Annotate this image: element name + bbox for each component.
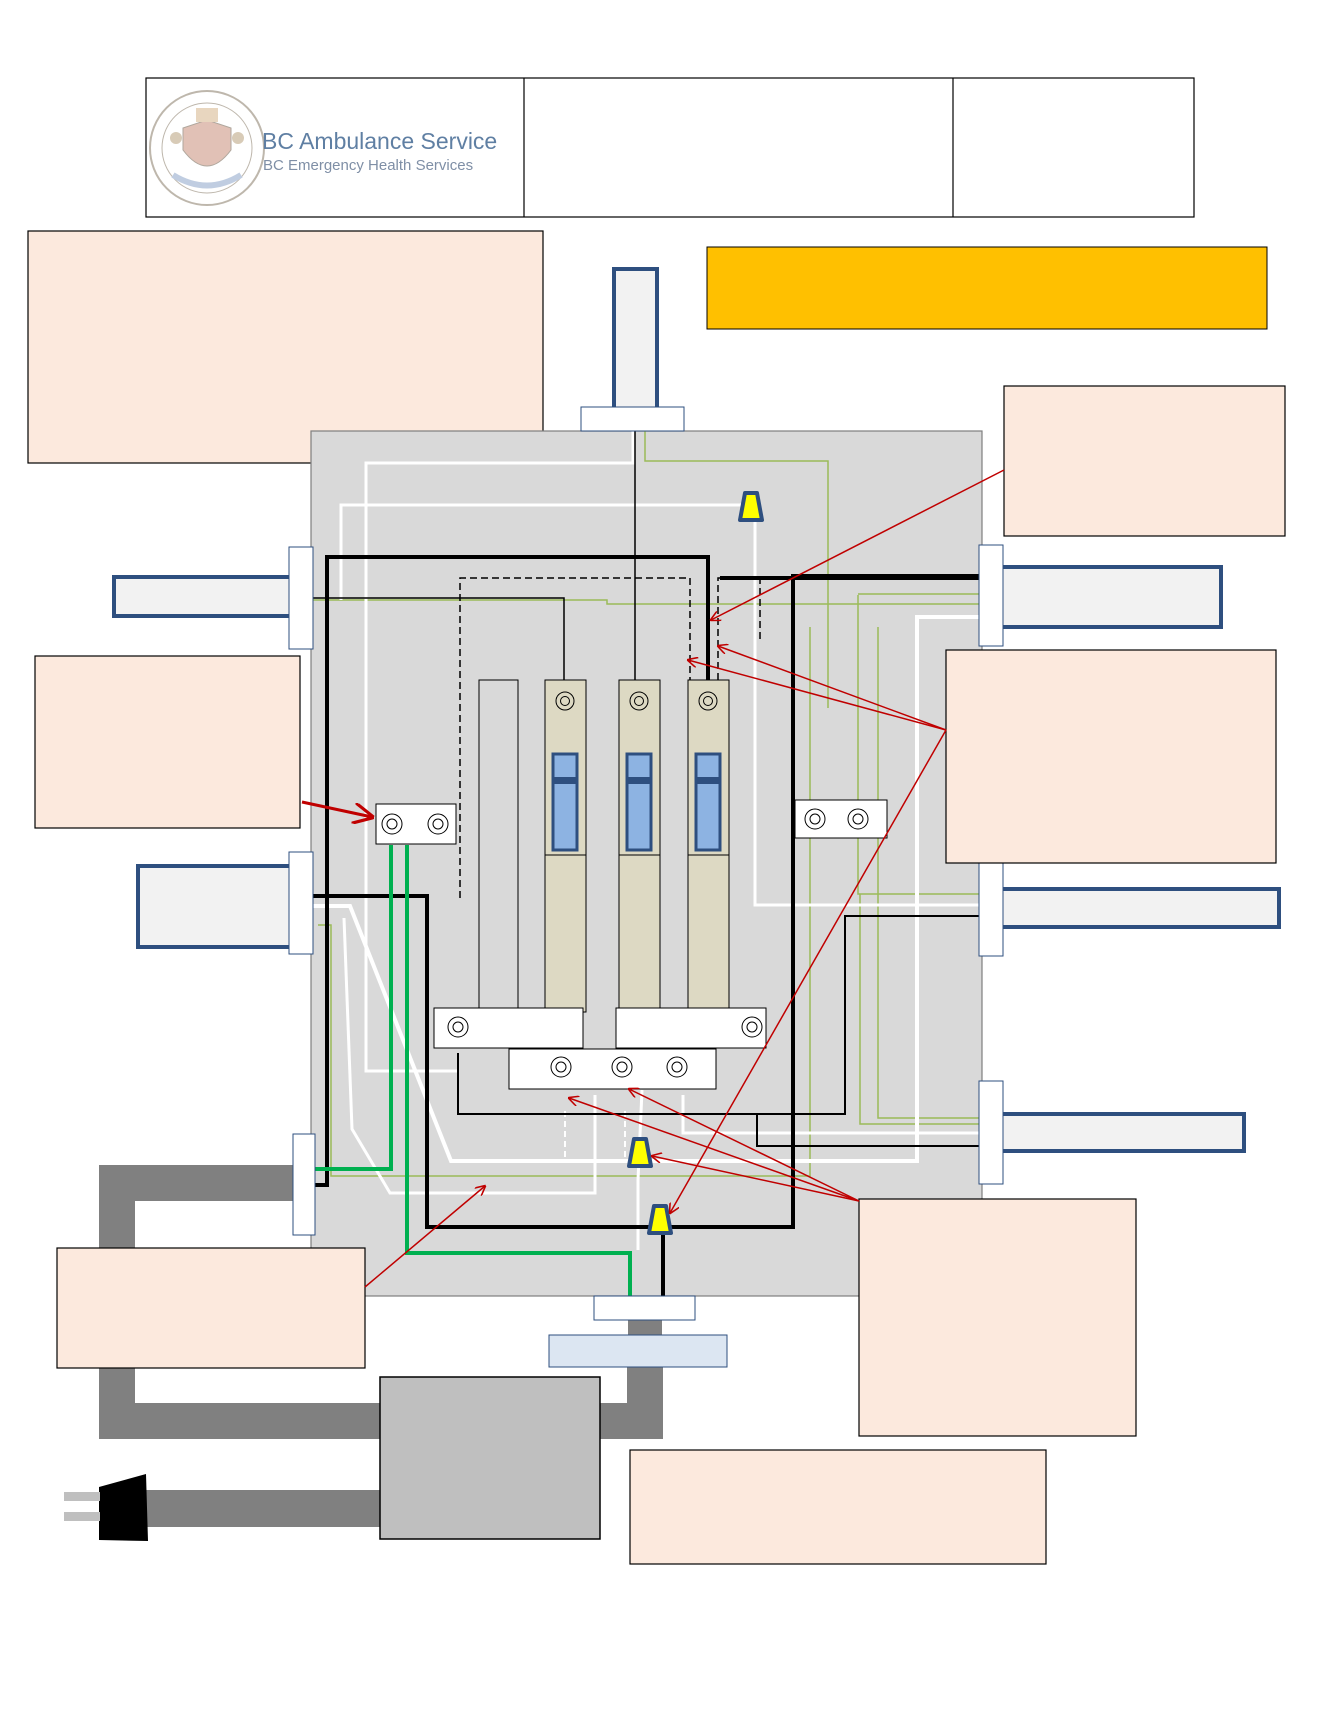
connector-left-cord	[292, 1133, 316, 1236]
arrow-right-middle-a	[718, 646, 947, 731]
callout-bottom-left	[56, 1247, 366, 1369]
connector-left-lower	[288, 851, 314, 955]
breaker-1-toggle	[551, 752, 579, 852]
arrow-right-upper	[711, 469, 1005, 620]
arrow-bottom-right-a	[569, 1098, 860, 1202]
neutral-bar	[508, 1048, 717, 1090]
breaker-assembly	[375, 679, 888, 1090]
breaker-2-toggle	[625, 752, 653, 852]
callout-right-upper	[1003, 385, 1286, 537]
wire-nut-icon	[627, 1137, 653, 1168]
brand-title: BC Ambulance Service	[262, 128, 497, 154]
conduit-left-lower	[136, 864, 295, 949]
wire-nuts	[627, 491, 764, 1235]
conduit-right-middle	[998, 887, 1281, 929]
arrow-bottom-right-c	[652, 1156, 860, 1202]
arrow-right-middle-c	[670, 729, 947, 1213]
breaker-3	[687, 679, 730, 1013]
wire-nut-icon	[647, 1204, 673, 1235]
wire-nut-icon	[738, 491, 764, 522]
callout-top-left	[27, 230, 544, 464]
plug-prong-bottom	[64, 1512, 100, 1521]
conduit-left-upper	[112, 575, 296, 618]
connectors	[288, 406, 1004, 1368]
bcas-seal-logo	[149, 90, 265, 206]
connector-right-lower	[978, 1080, 1004, 1185]
connector-right-middle	[978, 855, 1004, 957]
callout-bottom-right	[858, 1198, 1137, 1437]
ground-wires	[313, 845, 632, 1300]
plug-prong-top	[64, 1492, 100, 1501]
power-cord	[64, 1165, 663, 1541]
breaker-1	[544, 679, 587, 1013]
arrow-right-middle-b	[688, 660, 947, 731]
arrow-left-middle	[301, 800, 372, 817]
connector-right-upper	[978, 544, 1004, 647]
callout-banner	[706, 246, 1268, 330]
ground-bar-left	[375, 803, 457, 845]
connector-top	[580, 406, 685, 432]
callout-bottom-center	[629, 1449, 1047, 1565]
conduit-right-lower	[998, 1112, 1246, 1153]
blank-slot	[478, 679, 519, 1013]
transfer-box	[379, 1376, 601, 1540]
plug-icon	[99, 1474, 148, 1541]
arrow-bottom-left	[364, 1186, 485, 1288]
connector-left-upper	[288, 546, 314, 650]
callout-right-middle	[945, 649, 1277, 864]
cord-clamp	[548, 1334, 728, 1368]
callout-left-middle	[34, 655, 301, 829]
conduit-top	[612, 267, 659, 411]
brand-subtitle: BC Emergency Health Services	[263, 157, 473, 174]
bus-bar-right	[615, 1007, 767, 1049]
ground-bar-right	[794, 799, 888, 839]
breaker-2	[618, 679, 661, 1013]
leader-arrows	[301, 469, 1005, 1288]
breaker-3-toggle	[694, 752, 722, 852]
connector-bottom	[593, 1295, 696, 1321]
bus-bar-left	[433, 1007, 584, 1049]
header-table: BC Ambulance Service BC Emergency Health…	[145, 77, 1195, 218]
conduit-right-upper	[998, 565, 1223, 629]
arrow-bottom-right-b	[629, 1089, 860, 1202]
